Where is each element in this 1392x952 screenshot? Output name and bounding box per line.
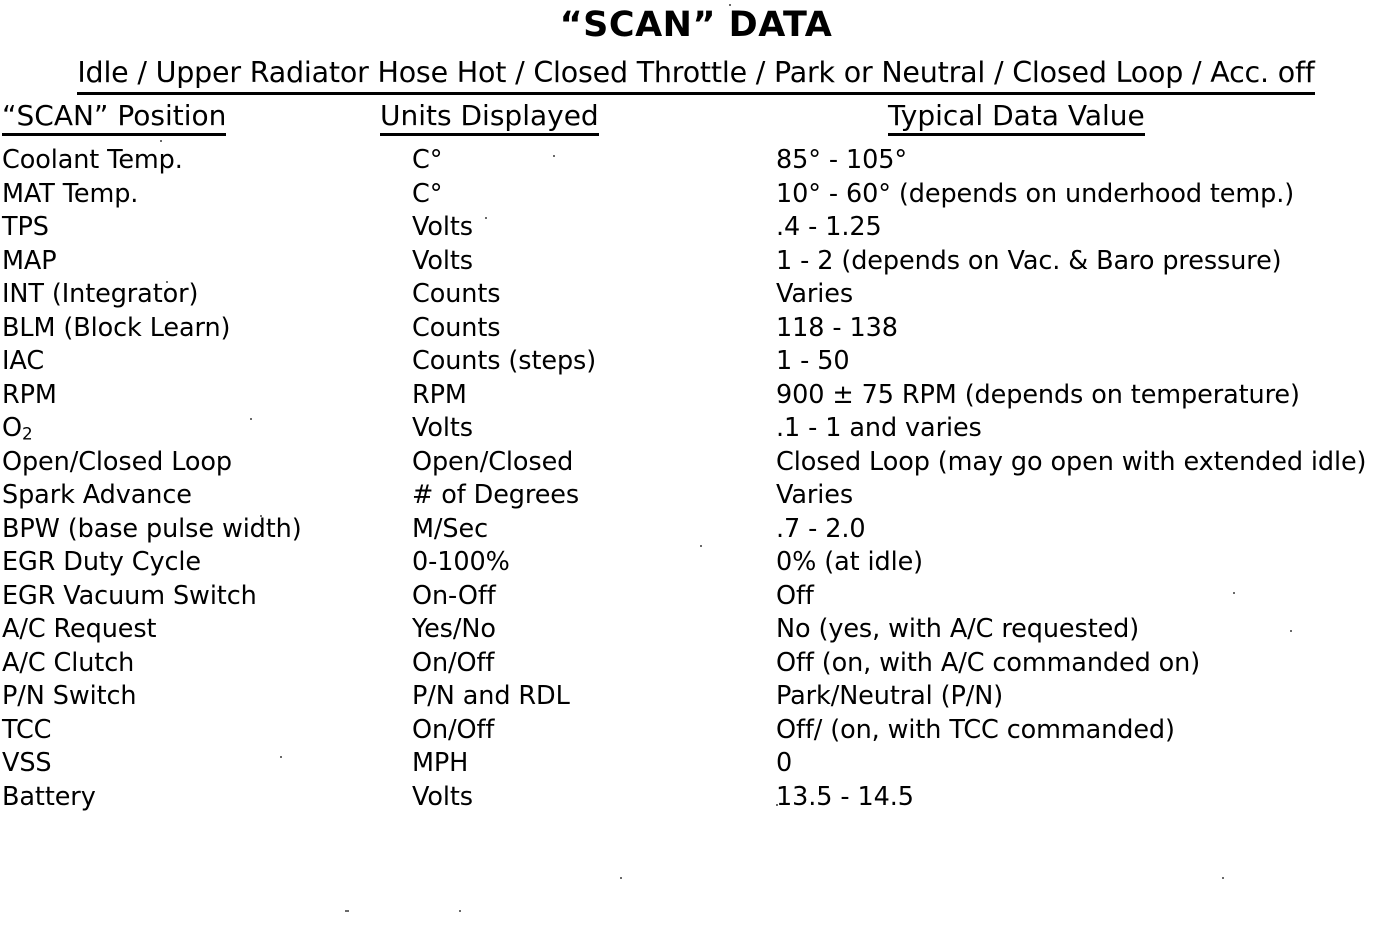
cell-units-displayed: Counts xyxy=(412,279,501,309)
document-subtitle: Idle / Upper Radiator Hose Hot / Closed … xyxy=(77,55,1315,95)
cell-scan-position: P/N Switch xyxy=(2,681,137,711)
cell-typical-data-value: Varies xyxy=(776,480,854,510)
cell-units-displayed: P/N and RDL xyxy=(412,681,570,711)
cell-typical-data-value: Closed Loop (may go open with extended i… xyxy=(776,446,1367,477)
table-row: O2 Volts .1 - 1 and varies xyxy=(0,412,1392,446)
cell-units-displayed: Open/Closed xyxy=(412,446,574,477)
cell-typical-data-value: No (yes, with A/C requested) xyxy=(776,614,1140,644)
cell-units-displayed: Counts xyxy=(412,312,501,343)
column-header-units-displayed: Units Displayed xyxy=(380,100,599,136)
cell-units-displayed: C° xyxy=(412,178,443,209)
cell-typical-data-value: 10° - 60° (depends on underhood temp.) xyxy=(776,178,1295,209)
cell-units-displayed: Volts xyxy=(412,212,473,242)
cell-units-displayed: On-Off xyxy=(412,580,496,611)
cell-scan-position: INT (Integrator) xyxy=(2,279,199,309)
cell-scan-position: EGR Duty Cycle xyxy=(2,547,201,577)
cell-scan-position-base: O xyxy=(2,413,22,443)
cell-scan-position: A/C Clutch xyxy=(2,647,135,678)
cell-scan-position: Coolant Temp. xyxy=(2,145,183,175)
table-row: Battery Volts 13.5 - 14.5 xyxy=(0,781,1392,815)
table-row: Open/Closed Loop Open/Closed Closed Loop (… xyxy=(0,446,1392,480)
table-row: VSS MPH 0 xyxy=(0,747,1392,781)
subtitle-container: Idle / Upper Radiator Hose Hot / Closed … xyxy=(0,55,1392,95)
cell-typical-data-value: 0% (at idle) xyxy=(776,547,924,577)
table-row: RPM RPM 900 ± 75 RPM (depends on temperatu… xyxy=(0,379,1392,413)
table-row: BLM (Block Learn) Counts 118 - 138 xyxy=(0,312,1392,346)
scan-speckle xyxy=(1222,877,1224,879)
cell-scan-position: MAT Temp. xyxy=(2,178,139,209)
scan-speckle xyxy=(345,910,347,912)
cell-typical-data-value: 85° - 105° xyxy=(776,145,908,175)
table-column-headers: “SCAN” Position Units Displayed Typical … xyxy=(0,100,1392,140)
cell-typical-data-value: Off xyxy=(776,580,814,611)
table-row: A/C Clutch On/Off Off (on, with A/C comman… xyxy=(0,647,1392,681)
page-title: “SCAN” DATA xyxy=(559,5,833,45)
cell-units-displayed: Volts xyxy=(412,413,473,443)
cell-typical-data-value: .4 - 1.25 xyxy=(776,212,882,242)
table-row: IAC Counts (steps) 1 - 50 xyxy=(0,345,1392,379)
cell-typical-data-value: Varies xyxy=(776,279,854,309)
table-row: P/N Switch P/N and RDL Park/Neutral (P/N) xyxy=(0,680,1392,714)
cell-scan-position: BPW (base pulse width) xyxy=(2,513,302,544)
cell-scan-position-subscript: 2 xyxy=(21,423,33,444)
scan-speckle xyxy=(160,140,162,142)
table-row: MAT Temp. C° 10° - 60° (depends on underho… xyxy=(0,178,1392,212)
cell-typical-data-value: 13.5 - 14.5 xyxy=(776,781,914,812)
cell-typical-data-value: .7 - 2.0 xyxy=(776,513,866,544)
cell-typical-data-value: Park/Neutral (P/N) xyxy=(776,681,1004,711)
cell-scan-position: TCC xyxy=(2,714,52,745)
cell-scan-position: TPS xyxy=(2,212,49,242)
table-row: Spark Advance # of Degrees Varies xyxy=(0,479,1392,513)
table-row: TPS Volts .4 - 1.25 xyxy=(0,211,1392,245)
cell-units-displayed: Volts xyxy=(412,245,473,276)
cell-scan-position: Open/Closed Loop xyxy=(2,446,233,477)
cell-typical-data-value: 1 - 2 (depends on Vac. & Baro pressure) xyxy=(776,245,1282,276)
cell-units-displayed: On/Off xyxy=(412,714,495,745)
cell-typical-data-value: 0 xyxy=(776,748,793,778)
scan-speckle xyxy=(347,910,349,912)
table-row: EGR Duty Cycle 0-100% 0% (at idle) xyxy=(0,546,1392,580)
cell-scan-position: O2 xyxy=(2,412,33,446)
cell-typical-data-value: 1 - 50 xyxy=(776,346,850,376)
cell-scan-position: VSS xyxy=(2,748,52,778)
cell-scan-position: BLM (Block Learn) xyxy=(2,312,231,343)
cell-units-displayed: RPM xyxy=(412,379,467,410)
table-row: A/C Request Yes/No No (yes, with A/C reque… xyxy=(0,613,1392,647)
cell-units-displayed: 0-100% xyxy=(412,547,510,577)
cell-scan-position: RPM xyxy=(2,379,57,410)
cell-typical-data-value: .1 - 1 and varies xyxy=(776,413,982,443)
cell-scan-position: Spark Advance xyxy=(2,480,192,510)
table-row: INT (Integrator) Counts Varies xyxy=(0,278,1392,312)
cell-units-displayed: C° xyxy=(412,145,443,175)
scan-speckle xyxy=(620,877,622,879)
cell-scan-position: Battery xyxy=(2,781,96,812)
table-row: TCC On/Off Off/ (on, with TCC commanded) xyxy=(0,714,1392,748)
cell-scan-position: MAP xyxy=(2,245,57,276)
cell-typical-data-value: Off (on, with A/C commanded on) xyxy=(776,647,1201,678)
table-row: Coolant Temp. C° 85° - 105° xyxy=(0,144,1392,178)
cell-units-displayed: MPH xyxy=(412,748,469,778)
cell-scan-position: EGR Vacuum Switch xyxy=(2,580,257,611)
column-header-typical-data-value: Typical Data Value xyxy=(888,100,1145,136)
cell-units-displayed: Counts (steps) xyxy=(412,346,597,376)
cell-units-displayed: Volts xyxy=(412,781,473,812)
cell-scan-position: IAC xyxy=(2,346,45,376)
cell-typical-data-value: Off/ (on, with TCC commanded) xyxy=(776,714,1175,745)
cell-units-displayed: On/Off xyxy=(412,647,495,678)
cell-units-displayed: M/Sec xyxy=(412,513,488,544)
cell-scan-position: A/C Request xyxy=(2,614,157,644)
cell-units-displayed: Yes/No xyxy=(412,614,496,644)
cell-typical-data-value: 900 ± 75 RPM (depends on temperature) xyxy=(776,379,1300,410)
table-row: BPW (base pulse width) M/Sec .7 - 2.0 xyxy=(0,513,1392,547)
scan-speckle xyxy=(459,910,461,912)
table-row: MAP Volts 1 - 2 (depends on Vac. & Baro pr… xyxy=(0,245,1392,279)
cell-typical-data-value: 118 - 138 xyxy=(776,312,898,343)
cell-units-displayed: # of Degrees xyxy=(412,480,580,510)
scan-data-table: Coolant Temp. C° 85° - 105° MAT Temp. C° 10° … xyxy=(0,144,1392,814)
table-row: EGR Vacuum Switch On-Off Off xyxy=(0,580,1392,614)
column-header-scan-position: “SCAN” Position xyxy=(2,100,227,136)
